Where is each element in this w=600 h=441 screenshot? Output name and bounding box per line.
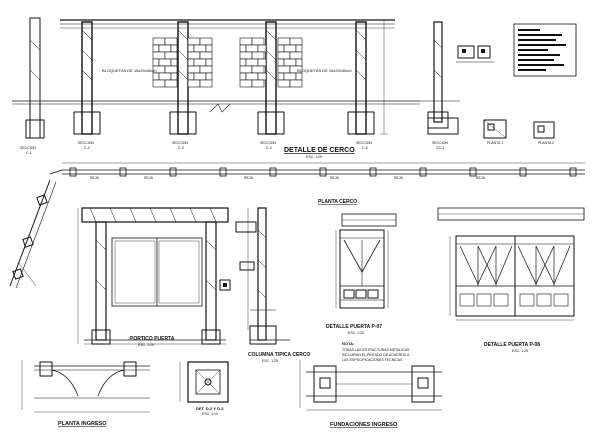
fundaciones-ingreso [299, 360, 442, 411]
scale-detalle-p07: ESC. 1:25 [348, 331, 364, 335]
reja-label-3: REJA [244, 176, 254, 180]
reja-label-4: REJA [330, 176, 340, 180]
reja-label-5: REJA [394, 176, 404, 180]
scale-detalle-cerco: ESC. 1:25 [306, 155, 322, 159]
reja-label-2: REJA [144, 176, 154, 180]
section-c2-id: C-2 [84, 146, 90, 150]
nota-line-1: TODAS LAS ESTRUCTURAS METALICAS [342, 348, 410, 352]
section-cc1-id: CC-1 [436, 146, 444, 150]
fence-elevation [12, 17, 420, 139]
small-plan-detail [456, 45, 494, 63]
section-c4-label: SECCION [260, 141, 276, 145]
puerta-p08-detail [437, 207, 585, 321]
nota-title: NOTA: [342, 341, 354, 346]
section-c4-id: C-4 [266, 146, 272, 150]
planta-cerco-plan: REJA REJA REJA REJA REJA REJA [9, 162, 585, 289]
legend-box [513, 23, 577, 77]
columna-tipica-detail [219, 207, 290, 345]
section-c3-label: SECCION [172, 141, 188, 145]
section-c1-id: C-1 [26, 151, 32, 155]
planta-ingreso-plan [21, 360, 150, 413]
portico-puerta-elevation [77, 207, 229, 345]
section-c5-id: C-5 [362, 146, 368, 150]
section-c5-label: SECCION [356, 141, 372, 145]
title-fundaciones: FUNDACIONES INGRESO [330, 422, 398, 428]
brick-panel-left [152, 37, 213, 88]
scale-columna-tipica: ESC. 1:25 [262, 359, 278, 363]
planta2-label: PLANTA 2 [538, 141, 554, 145]
title-detalle-p08: DETALLE PUERTA P-08 [484, 342, 540, 348]
nota-block: NOTA: TODAS LAS ESTRUCTURAS METALICAS IN… [342, 341, 410, 362]
title-planta-cerco: PLANTA CERCO [318, 199, 357, 205]
planta1-label: PLANTA 1 [487, 141, 503, 145]
puerta-p07-detail [335, 213, 397, 309]
section-c2-label: SECCION [78, 141, 94, 145]
reja-label-1: REJA [90, 176, 100, 180]
brick-panel-right [239, 37, 303, 88]
title-portico-puerta: PORTICO PUERTA [130, 336, 175, 342]
title-detalle-cerco: DETALLE DE CERCO [284, 147, 355, 154]
scale-det-d2: ESC. 1:10 [202, 412, 218, 416]
section-cc1-label: SECCION [432, 141, 448, 145]
title-det-d2: DET. D-2 Y D-3 [196, 406, 224, 411]
note-bloquetas-left: BLOQUETAS DE 15x20x40cm [102, 68, 157, 73]
column-section-detail [420, 21, 460, 129]
scale-detalle-p08: ESC. 1:25 [512, 349, 528, 353]
section-c1-label: SECCION [20, 146, 36, 150]
planta-details [427, 117, 555, 139]
title-detalle-p07: DETALLE PUERTA P-07 [326, 324, 382, 330]
reja-label-6: REJA [476, 176, 486, 180]
det-d2-d3 [179, 361, 229, 403]
title-planta-ingreso: PLANTA INGRESO [58, 421, 107, 427]
title-columna-tipica: COLUMNA TIPICA CERCO [248, 352, 311, 358]
nota-line-2: INCLUIRAN EL PINTADO DE ACUERDO A [342, 353, 410, 357]
scale-portico-puerta: ESC. 1:25 [138, 343, 154, 347]
note-bloquetas-right: BLOQUETAS DE 15x20x40cm [297, 68, 352, 73]
nota-line-3: LAS ESPECIFICACIONES TECNICAS [342, 358, 403, 362]
section-c3-id: C-3 [178, 146, 184, 150]
